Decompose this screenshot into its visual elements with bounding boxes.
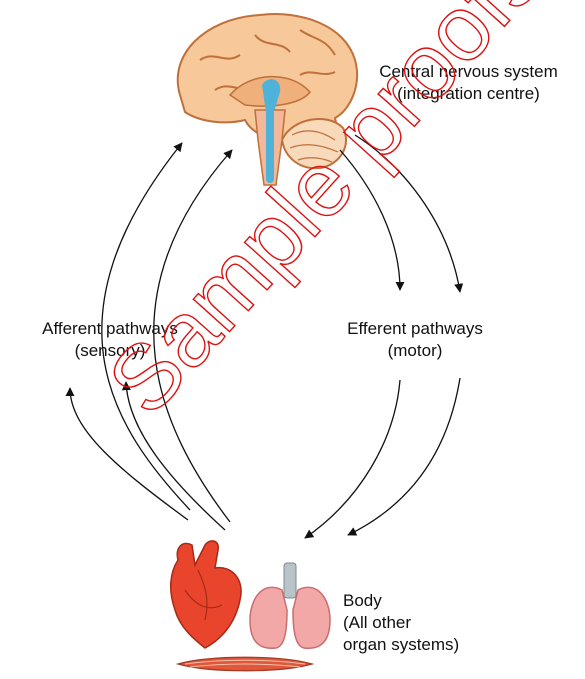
afferent-arrow-lower-inner <box>126 382 225 530</box>
efferent-arrow-inner <box>340 150 400 290</box>
efferent-arrow-outer <box>355 135 460 292</box>
body-label-line2: (All other <box>343 612 459 634</box>
cns-label-line2: (integration centre) <box>352 83 585 105</box>
cns-label-line1: Central nervous system <box>352 61 585 83</box>
lungs-icon <box>250 563 330 648</box>
efferent-label-line2: (motor) <box>320 340 510 362</box>
body-label: Body (All other organ systems) <box>343 590 459 656</box>
efferent-arrow-lower-inner <box>305 380 400 538</box>
efferent-label: Efferent pathways (motor) <box>320 318 510 362</box>
afferent-label-line1: Afferent pathways <box>0 318 220 340</box>
cns-label: Central nervous system (integration cent… <box>352 61 585 105</box>
brain-icon <box>178 14 357 185</box>
afferent-arrow-lower-outer <box>70 388 188 520</box>
body-label-line1: Body <box>343 590 459 612</box>
efferent-arrow-lower-outer <box>348 378 460 535</box>
efferent-label-line1: Efferent pathways <box>320 318 510 340</box>
body-label-line3: organ systems) <box>343 634 459 656</box>
afferent-label: Afferent pathways (sensory) <box>0 318 220 362</box>
heart-icon <box>171 541 241 648</box>
muscle-icon <box>178 657 312 671</box>
afferent-label-line2: (sensory) <box>0 340 220 362</box>
